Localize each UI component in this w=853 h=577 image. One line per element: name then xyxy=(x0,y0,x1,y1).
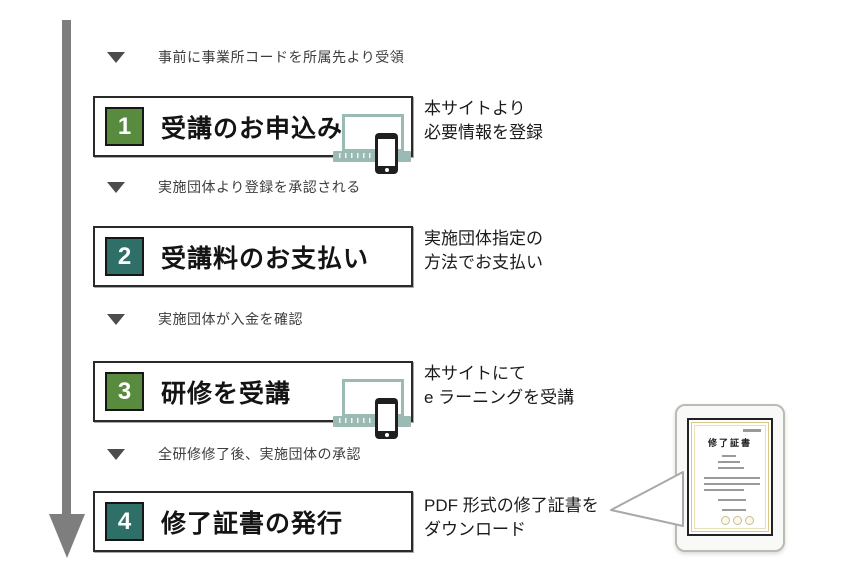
laptop-keyboard-icon xyxy=(339,418,397,423)
step-box-3: 3 研修を受講 xyxy=(93,361,413,439)
down-triangle-icon xyxy=(107,313,125,325)
certificate-number-line xyxy=(743,429,761,432)
pre-step-label: 実施団体が入金を確認 xyxy=(158,311,303,327)
flow-arrow-shaft xyxy=(62,20,71,516)
pre-step-label: 実施団体より登録を承認される xyxy=(158,179,361,195)
laptop-keyboard-icon xyxy=(339,153,397,158)
tablet-screen: 修了証書 xyxy=(687,418,773,536)
step-title: 受講のお申込み xyxy=(161,114,344,143)
callout-tail-icon xyxy=(610,471,684,527)
certificate-document: 修了証書 xyxy=(691,422,769,532)
pre-step-label: 全研修修了後、実施団体の承認 xyxy=(158,446,361,462)
step-box-1: 1 受講のお申込み xyxy=(93,96,413,174)
step-note-1: 本サイトより 必要情報を登録 xyxy=(424,99,543,142)
seal-icon xyxy=(733,516,742,525)
flow-arrow-head-icon xyxy=(49,514,85,558)
laptop-phone-icon xyxy=(333,114,413,174)
step-number-badge: 1 xyxy=(105,107,144,146)
pre-step-2: 実施団体より登録を承認される xyxy=(107,177,361,197)
step-note-3: 本サイトにて e ラーニングを受講 xyxy=(424,364,575,407)
seal-icon xyxy=(721,516,730,525)
down-triangle-icon xyxy=(107,448,125,460)
step-title: 研修を受講 xyxy=(161,379,292,408)
step-note-2: 実施団体指定の 方法でお支払い xyxy=(424,229,543,272)
laptop-phone-icon xyxy=(333,379,413,439)
seal-icon xyxy=(745,516,754,525)
certificate-title: 修了証書 xyxy=(707,438,752,448)
smartphone-icon xyxy=(375,133,398,174)
down-triangle-icon xyxy=(107,181,125,193)
step-box-2: 2 受講料のお支払い xyxy=(93,226,413,287)
tablet-certificate-preview: 修了証書 xyxy=(675,404,785,552)
pre-step-1: 事前に事業所コードを所属先より受領 xyxy=(107,47,404,67)
smartphone-icon xyxy=(375,398,398,439)
step-title: 受講料のお支払い xyxy=(161,244,370,273)
step-note-4: PDF 形式の修了証書を ダウンロード xyxy=(424,496,599,539)
step-box-4: 4 修了証書の発行 xyxy=(93,491,413,552)
step-number-badge: 4 xyxy=(105,502,144,541)
down-triangle-icon xyxy=(107,51,125,63)
step-number-badge: 2 xyxy=(105,237,144,276)
step-title: 修了証書の発行 xyxy=(161,509,344,538)
step-number-badge: 3 xyxy=(105,372,144,411)
pre-step-label: 事前に事業所コードを所属先より受領 xyxy=(158,49,405,65)
pre-step-4: 全研修修了後、実施団体の承認 xyxy=(107,444,361,464)
pre-step-3: 実施団体が入金を確認 xyxy=(107,309,303,329)
